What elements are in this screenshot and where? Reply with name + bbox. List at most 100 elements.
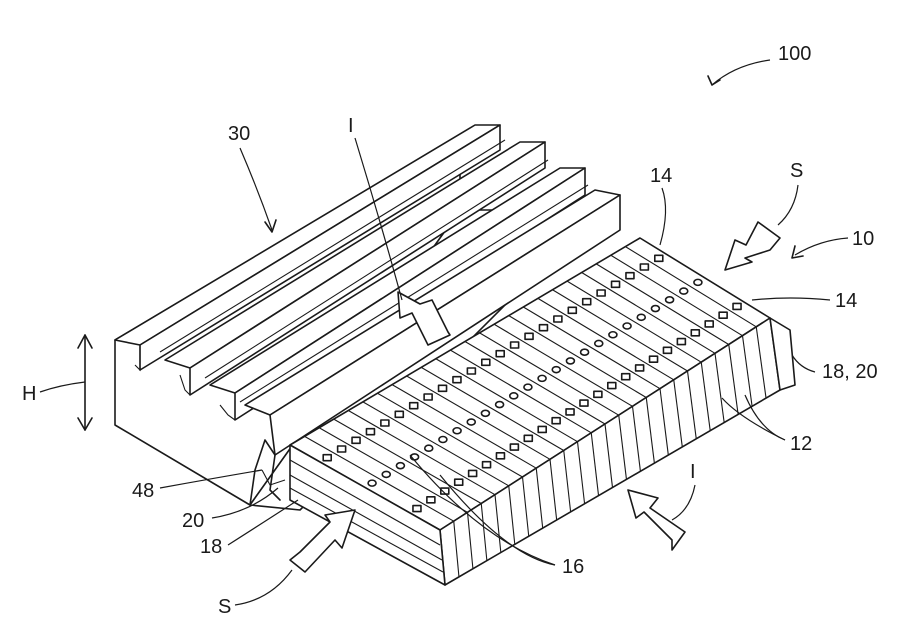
label-14-right: 14 <box>835 290 857 312</box>
leader-14-top <box>660 188 666 245</box>
cell-terminal <box>469 470 477 476</box>
leader-100-arrowhead <box>708 76 720 85</box>
cell-vent <box>425 445 433 451</box>
cell-terminal <box>640 264 648 270</box>
cell-terminal <box>539 325 547 331</box>
cell-vent <box>552 367 560 373</box>
cell-terminal <box>496 351 504 357</box>
cell-vent <box>439 436 447 442</box>
cell-terminal <box>552 418 560 424</box>
cell-vent <box>623 323 631 329</box>
cell-vent <box>396 463 404 469</box>
leader-100 <box>712 60 770 85</box>
label-14-top: 14 <box>650 165 672 187</box>
cell-terminal <box>622 374 630 380</box>
label-48: 48 <box>132 480 154 502</box>
cell-vent <box>581 349 589 355</box>
cell-terminal <box>568 307 576 313</box>
height-dimension <box>40 335 92 430</box>
cell-vent <box>680 288 688 294</box>
arrow-I-bottom <box>628 490 685 550</box>
cell-terminal <box>705 321 713 327</box>
label-I-top: I <box>348 115 354 137</box>
cell-vent <box>453 428 461 434</box>
cell-terminal <box>719 312 727 318</box>
arrow-S-right <box>725 222 780 270</box>
cell-vent <box>694 279 702 285</box>
cell-terminal <box>594 391 602 397</box>
cell-terminal <box>395 411 403 417</box>
cell-terminal <box>636 365 644 371</box>
cell-terminal <box>650 356 658 362</box>
cell-terminal <box>323 455 331 461</box>
cell-terminal <box>733 303 741 309</box>
label-100: 100 <box>778 43 811 65</box>
cell-terminal <box>482 359 490 365</box>
cell-terminal <box>626 273 634 279</box>
leader-14-right <box>752 298 830 300</box>
cell-terminal <box>453 377 461 383</box>
cell-terminal <box>612 281 620 287</box>
cell-vent <box>566 358 574 364</box>
cell-terminal <box>496 453 504 459</box>
cell-terminal <box>455 479 463 485</box>
leader-H <box>40 382 85 392</box>
cell-terminal <box>410 403 418 409</box>
label-12: 12 <box>790 433 812 455</box>
label-I-bottom: I <box>690 461 696 483</box>
cell-terminal <box>663 347 671 353</box>
leader-30 <box>240 148 272 230</box>
cell-terminal <box>655 255 663 261</box>
cell-vent <box>595 340 603 346</box>
cell-terminal <box>566 409 574 415</box>
cell-terminal <box>677 339 685 345</box>
label-18-left: 18 <box>200 536 222 558</box>
cell-terminal <box>381 420 389 426</box>
label-16: 16 <box>562 556 584 578</box>
cell-vent <box>496 402 504 408</box>
arrow-S-left <box>290 510 355 572</box>
cell-terminal <box>424 394 432 400</box>
leader-I-bottom <box>672 485 695 520</box>
label-S-left: S <box>218 596 231 618</box>
cell-terminal <box>352 437 360 443</box>
label-20-left: 20 <box>182 510 204 532</box>
cell-vent <box>637 314 645 320</box>
cell-terminal <box>439 385 447 391</box>
cell-vent <box>510 393 518 399</box>
label-10: 10 <box>852 228 874 250</box>
cell-terminal <box>511 342 519 348</box>
cell-vent <box>467 419 475 425</box>
leader-18-20 <box>792 355 815 372</box>
cell-terminal <box>427 497 435 503</box>
cell-terminal <box>338 446 346 452</box>
cell-terminal <box>608 383 616 389</box>
label-18-20-right: 18, 20 <box>822 361 878 383</box>
label-H: H <box>22 383 36 405</box>
cell-terminal <box>525 333 533 339</box>
cell-vent <box>368 480 376 486</box>
cell-vent <box>609 332 617 338</box>
cell-vent <box>651 306 659 312</box>
label-30: 30 <box>228 123 250 145</box>
cell-terminal <box>597 290 605 296</box>
leader-10 <box>795 238 848 255</box>
leader-S-left <box>235 570 292 605</box>
cell-terminal <box>538 426 546 432</box>
leader-S-right <box>778 185 798 225</box>
cell-vent <box>382 471 390 477</box>
cell-terminal <box>554 316 562 322</box>
cell-terminal <box>467 368 475 374</box>
cell-terminal <box>583 299 591 305</box>
cell-vent <box>481 410 489 416</box>
cell-terminal <box>580 400 588 406</box>
cell-terminal <box>691 330 699 336</box>
cell-terminal <box>366 429 374 435</box>
cell-terminal <box>483 462 491 468</box>
cell-vent <box>666 297 674 303</box>
cell-terminal <box>524 435 532 441</box>
label-S-right: S <box>790 160 803 182</box>
cell-terminal <box>413 506 421 512</box>
